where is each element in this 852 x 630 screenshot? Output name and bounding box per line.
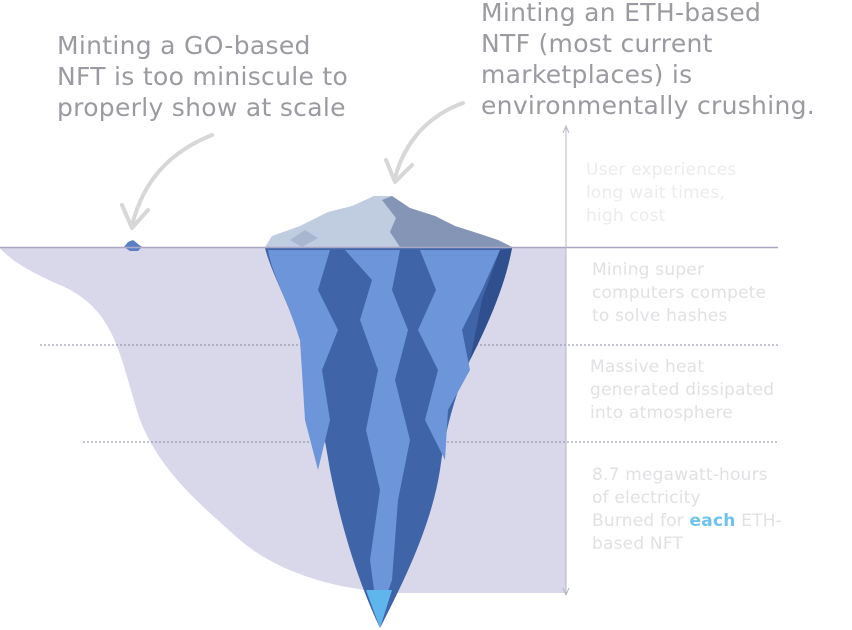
note-user-line-2: long wait times, — [586, 183, 726, 203]
arrow-to-tiny-iceberg — [120, 133, 214, 230]
note-heat-line-2: generated dissipated — [590, 380, 775, 400]
note-mining: Mining super computers compete to solve … — [592, 259, 766, 328]
iceberg-facet-right — [418, 250, 500, 460]
callout-go-line-2: NFT is too miniscule to — [57, 62, 349, 91]
iceberg-top-shadow — [382, 196, 512, 247]
note-mining-line-2: computers compete — [592, 283, 767, 303]
depth-scale-arrow-top — [562, 124, 570, 134]
note-mining-line-3: to solve hashes — [592, 306, 728, 326]
arrow-to-iceberg — [384, 101, 465, 184]
callout-eth-nft: Minting an ETH-based NTF (most current m… — [481, 0, 815, 121]
note-energy-line-1: 8.7 megawatt-hours — [592, 465, 768, 485]
callout-eth-line-1: Minting an ETH-based — [481, 0, 762, 27]
note-heat: Massive heat generated dissipated into a… — [590, 356, 774, 425]
iceberg-facet-center — [345, 250, 410, 620]
note-energy-highlight: each — [689, 511, 736, 531]
callout-go-line-3: properly show at scale — [57, 93, 346, 122]
note-energy: 8.7 megawatt-hours of electricity Burned… — [592, 464, 782, 556]
callout-go-nft: Minting a GO-based NFT is too miniscule … — [57, 30, 348, 123]
iceberg-top-shadow-left — [290, 230, 318, 247]
note-user-experience: User experiences long wait times, high c… — [586, 159, 736, 228]
callout-go-line-1: Minting a GO-based — [57, 31, 311, 60]
note-user-line-1: User experiences — [586, 160, 737, 180]
callout-eth-line-3: marketplaces) is — [481, 60, 693, 89]
iceberg-tip — [366, 590, 392, 628]
depth-scale-arrow-bottom — [562, 587, 570, 597]
note-mining-line-1: Mining super — [592, 260, 705, 280]
note-energy-line-4: based NFT — [592, 534, 684, 554]
note-energy-line-2: of electricity — [592, 488, 701, 508]
note-heat-line-1: Massive heat — [590, 357, 705, 377]
note-energy-prefix: Burned for — [592, 511, 690, 531]
note-user-line-3: high cost — [586, 206, 666, 226]
iceberg-facet-left — [268, 250, 338, 470]
callout-eth-line-4: environmentally crushing. — [481, 91, 816, 120]
callout-eth-line-2: NTF (most current — [481, 29, 713, 58]
note-energy-suffix: ETH- — [735, 511, 782, 531]
iceberg-edge-right — [470, 248, 512, 360]
note-energy-line-3: Burned for each ETH- — [592, 510, 782, 533]
note-heat-line-3: into atmosphere — [590, 403, 733, 423]
